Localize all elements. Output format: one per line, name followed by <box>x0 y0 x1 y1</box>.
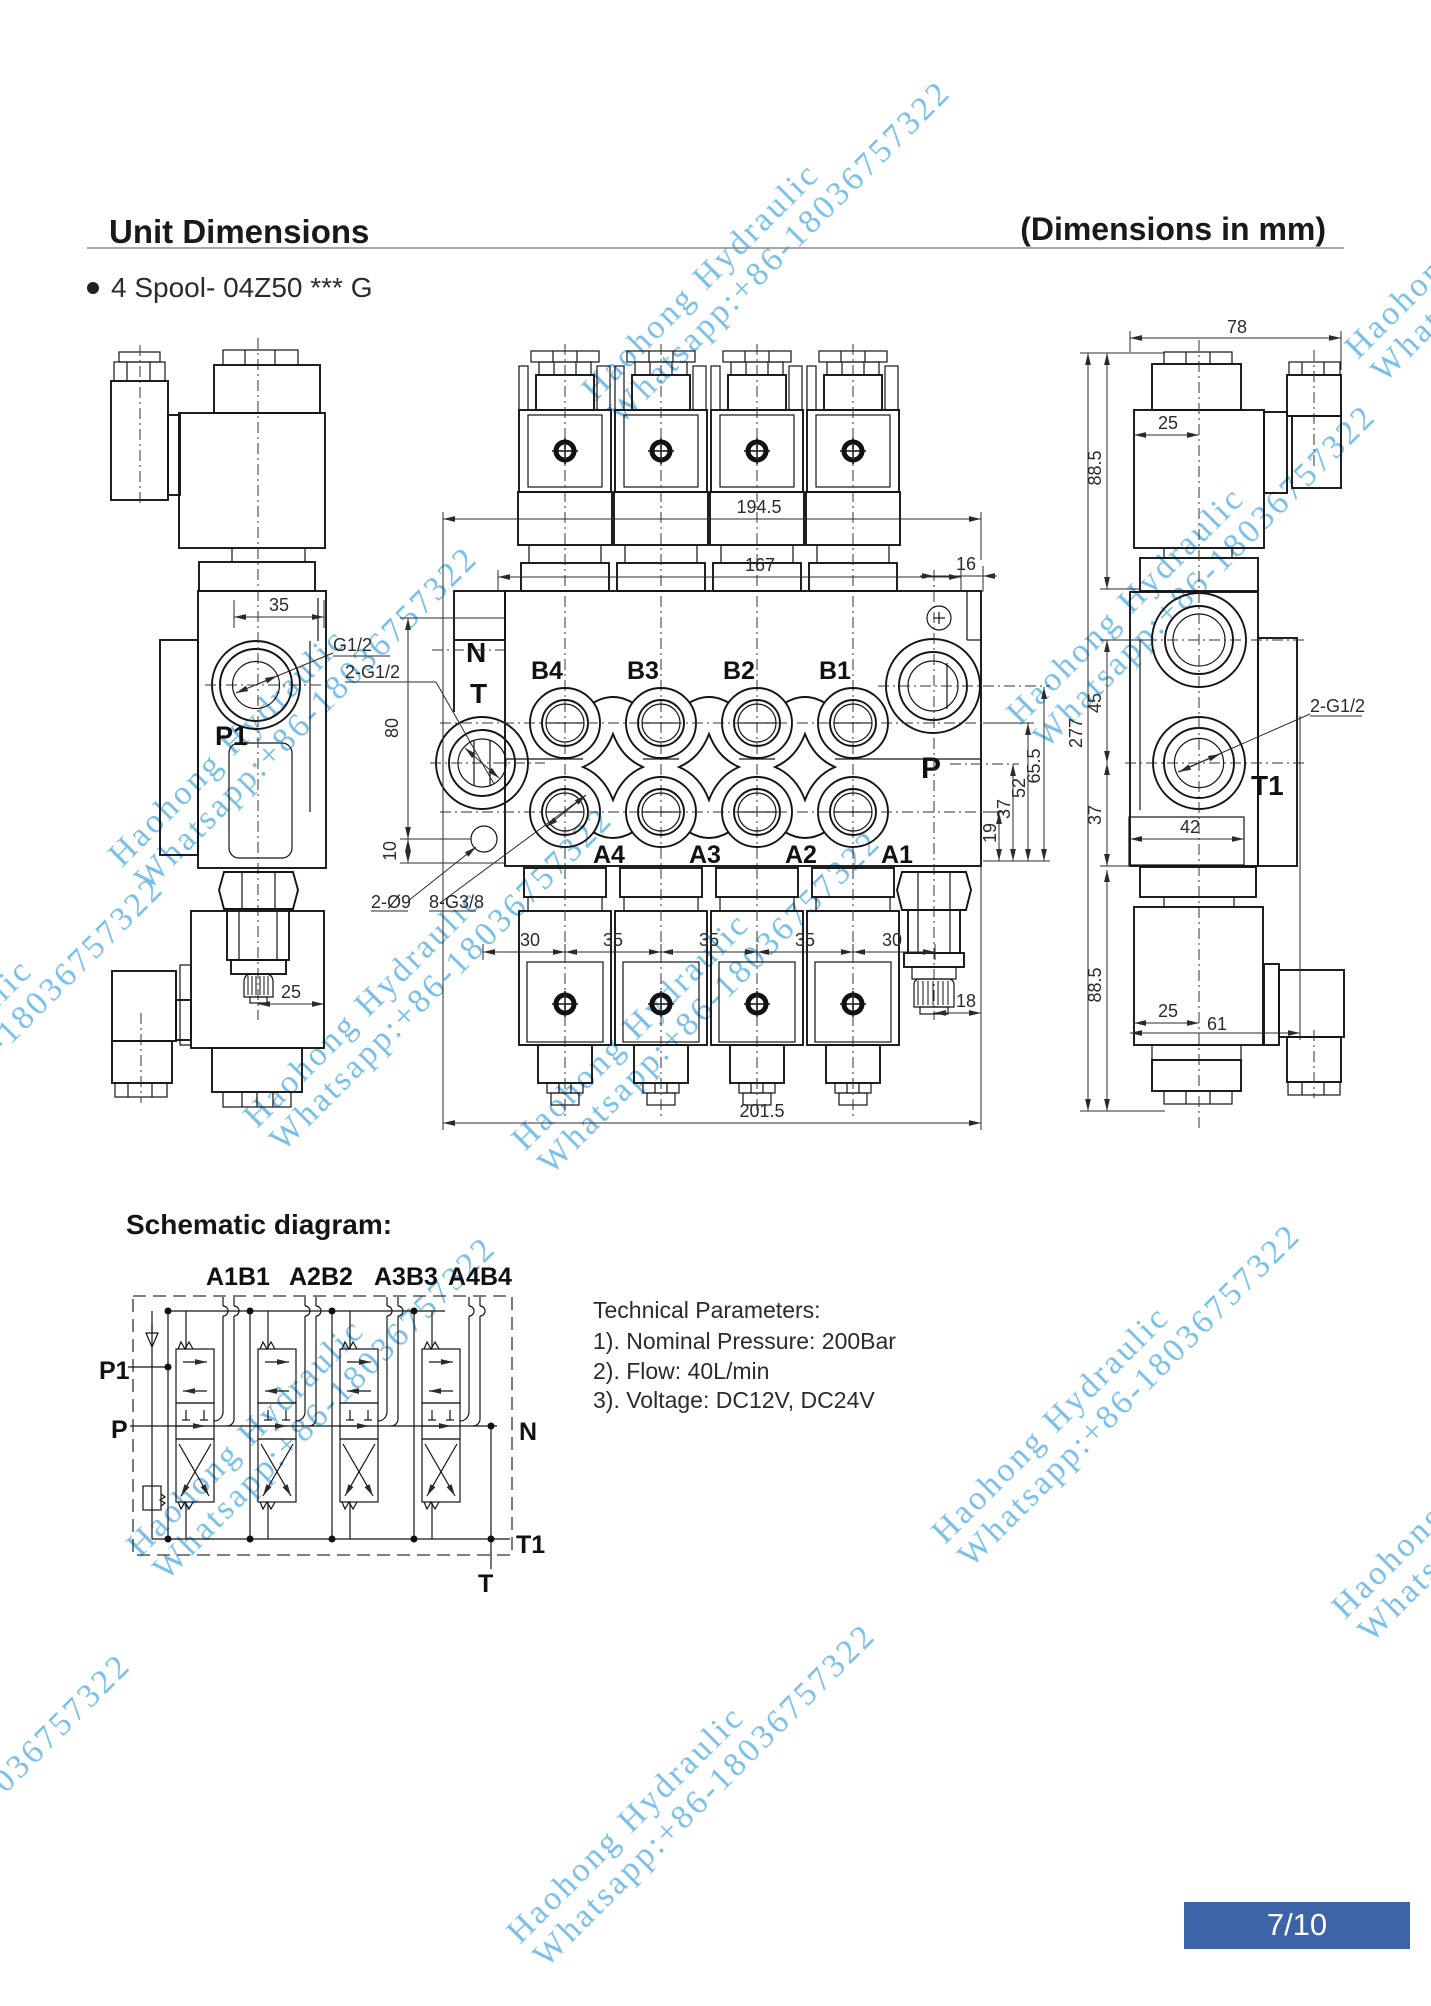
svg-text:35: 35 <box>603 930 623 950</box>
svg-text:42: 42 <box>1180 817 1200 837</box>
svg-text:N: N <box>466 637 486 668</box>
svg-text:1). Nominal Pressure: 200Bar: 1). Nominal Pressure: 200Bar <box>593 1328 896 1354</box>
svg-text:16: 16 <box>956 554 976 574</box>
svg-text:B4: B4 <box>531 657 563 685</box>
svg-text:18: 18 <box>956 991 976 1011</box>
svg-text:G1/2: G1/2 <box>333 635 372 655</box>
svg-text:A2B2: A2B2 <box>289 1263 353 1291</box>
svg-text:N: N <box>519 1418 537 1446</box>
svg-text:7/10: 7/10 <box>1267 1907 1327 1942</box>
svg-text:10: 10 <box>380 841 400 861</box>
svg-text:P: P <box>111 1416 128 1444</box>
svg-text:B3: B3 <box>627 657 659 685</box>
svg-text:2-G1/2: 2-G1/2 <box>345 662 400 682</box>
svg-text:A4B4: A4B4 <box>448 1263 512 1291</box>
svg-text:T1: T1 <box>516 1531 545 1559</box>
svg-text:30: 30 <box>882 930 902 950</box>
svg-text:T1: T1 <box>1251 770 1284 801</box>
svg-text:201.5: 201.5 <box>739 1101 784 1121</box>
svg-text:A3B3: A3B3 <box>374 1263 438 1291</box>
svg-text:A4: A4 <box>593 841 625 869</box>
svg-text:25: 25 <box>281 982 301 1002</box>
svg-text:45: 45 <box>1085 693 1105 713</box>
svg-text:35: 35 <box>699 930 719 950</box>
svg-text:A2: A2 <box>785 841 817 869</box>
svg-text:8-G3/8: 8-G3/8 <box>429 892 484 912</box>
svg-text:167: 167 <box>745 555 775 575</box>
svg-text:37: 37 <box>994 799 1014 819</box>
svg-text:Unit Dimensions: Unit Dimensions <box>109 213 369 250</box>
svg-text:65.5: 65.5 <box>1024 748 1044 783</box>
svg-text:2-Ø9: 2-Ø9 <box>371 892 411 912</box>
svg-text:A3: A3 <box>689 841 721 869</box>
svg-text:4 Spool- 04Z50 *** G: 4 Spool- 04Z50 *** G <box>111 272 373 303</box>
svg-text:3). Voltage: DC12V, DC24V: 3). Voltage: DC12V, DC24V <box>593 1387 875 1413</box>
svg-text:25: 25 <box>1158 413 1178 433</box>
svg-text:88.5: 88.5 <box>1085 450 1105 485</box>
svg-text:2-G1/2: 2-G1/2 <box>1310 696 1365 716</box>
svg-text:2). Flow: 40L/min: 2). Flow: 40L/min <box>593 1358 769 1384</box>
svg-text:A1B1: A1B1 <box>206 1263 270 1291</box>
svg-text:35: 35 <box>269 595 289 615</box>
svg-text:277: 277 <box>1066 718 1086 748</box>
svg-text:25: 25 <box>1158 1001 1178 1021</box>
svg-text:52: 52 <box>1009 778 1029 798</box>
svg-text:194.5: 194.5 <box>736 497 781 517</box>
svg-text:B1: B1 <box>819 657 851 685</box>
svg-text:Technical Parameters:: Technical Parameters: <box>593 1297 821 1323</box>
svg-text:80: 80 <box>382 718 402 738</box>
svg-text:35: 35 <box>795 930 815 950</box>
svg-text:37: 37 <box>1085 805 1105 825</box>
svg-text:Schematic diagram:: Schematic diagram: <box>126 1209 392 1240</box>
svg-text:T: T <box>478 1570 493 1598</box>
svg-text:61: 61 <box>1207 1014 1227 1034</box>
svg-text:P: P <box>921 752 941 785</box>
svg-text:P1: P1 <box>99 1357 130 1385</box>
svg-text:T: T <box>470 678 487 709</box>
svg-text:78: 78 <box>1227 317 1247 337</box>
svg-text:B2: B2 <box>723 657 755 685</box>
svg-text:A1: A1 <box>881 841 913 869</box>
svg-text:30: 30 <box>520 930 540 950</box>
svg-text:19: 19 <box>980 823 1000 843</box>
svg-text:88.5: 88.5 <box>1085 967 1105 1002</box>
svg-text:(Dimensions in mm): (Dimensions in mm) <box>1020 211 1326 247</box>
